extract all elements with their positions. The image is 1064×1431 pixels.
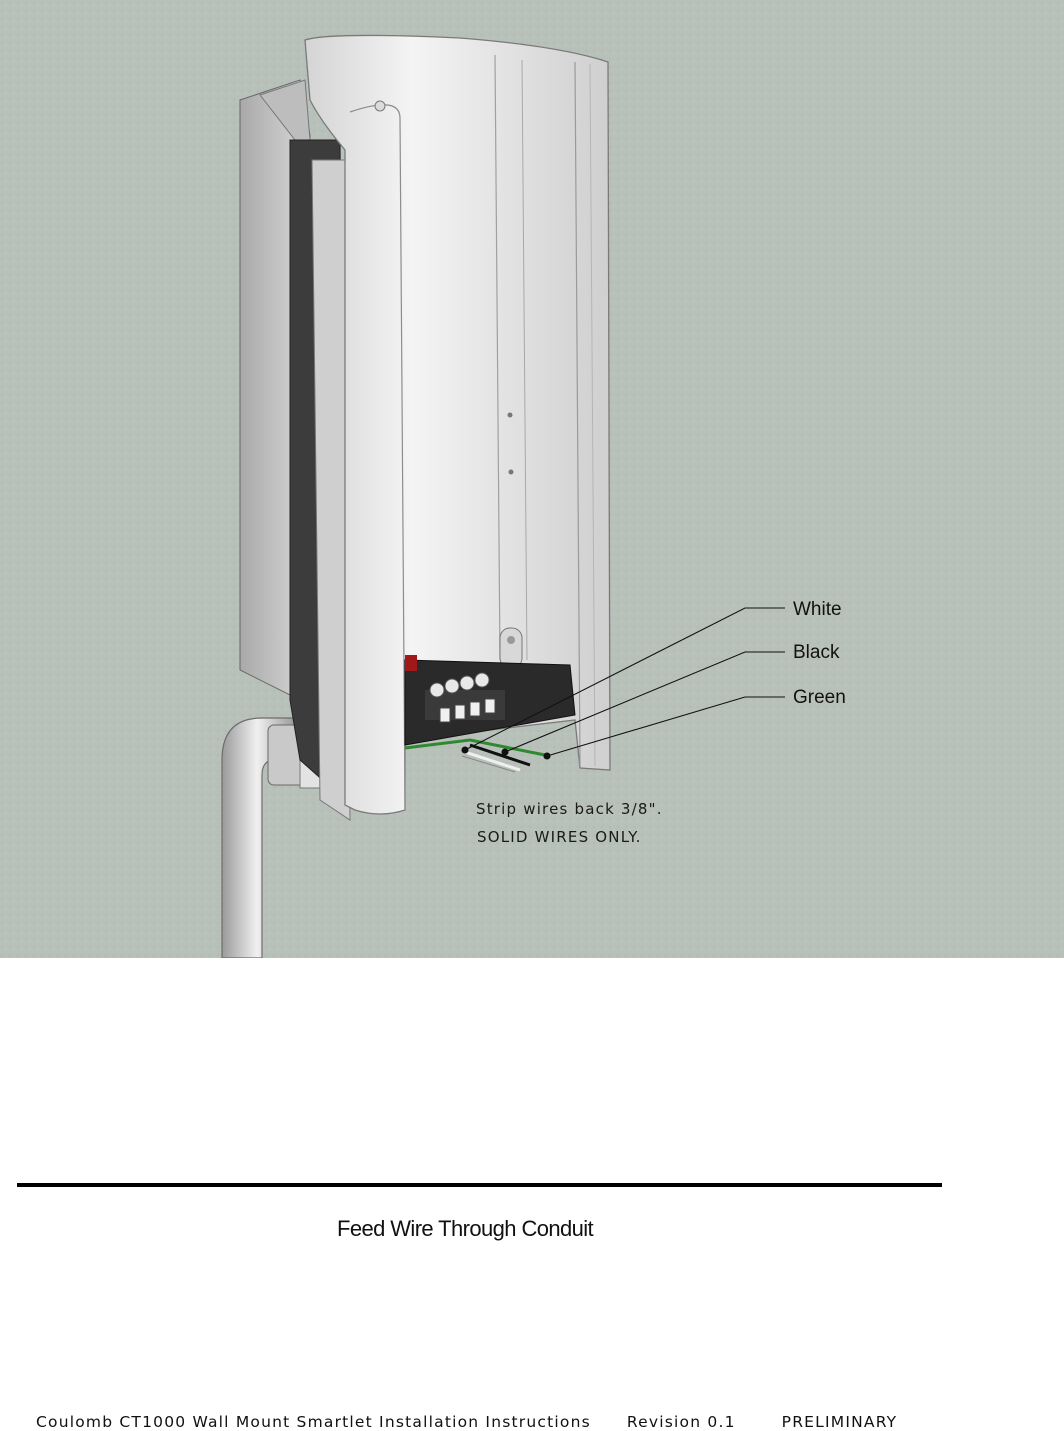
feed-wires [404,738,546,773]
callout-leaders [461,607,785,760]
callout-white-wire: White [793,599,842,620]
terminal-block [404,655,576,746]
installation-illustration: White Black Green Strip wires back 3/8".… [0,0,1064,958]
callout-black-wire: Black [793,642,840,663]
solid-wires-note: SOLID WIRES ONLY. [477,828,642,846]
housing-side-panel [239,79,351,821]
page-footer: Coulomb CT1000 Wall Mount Smartlet Insta… [36,1413,1036,1431]
footer-document-title: Coulomb CT1000 Wall Mount Smartlet Insta… [36,1413,591,1431]
footer-status: PRELIMINARY [781,1413,898,1431]
section-divider [17,1183,942,1187]
strip-wires-note: Strip wires back 3/8". [476,800,663,818]
housing-shell [304,34,611,815]
smartlet-drawing [0,0,1064,958]
footer-revision: Revision 0.1 [626,1413,736,1431]
figure-caption: Feed Wire Through Conduit [337,1216,594,1241]
callout-green-wire: Green [793,687,846,708]
